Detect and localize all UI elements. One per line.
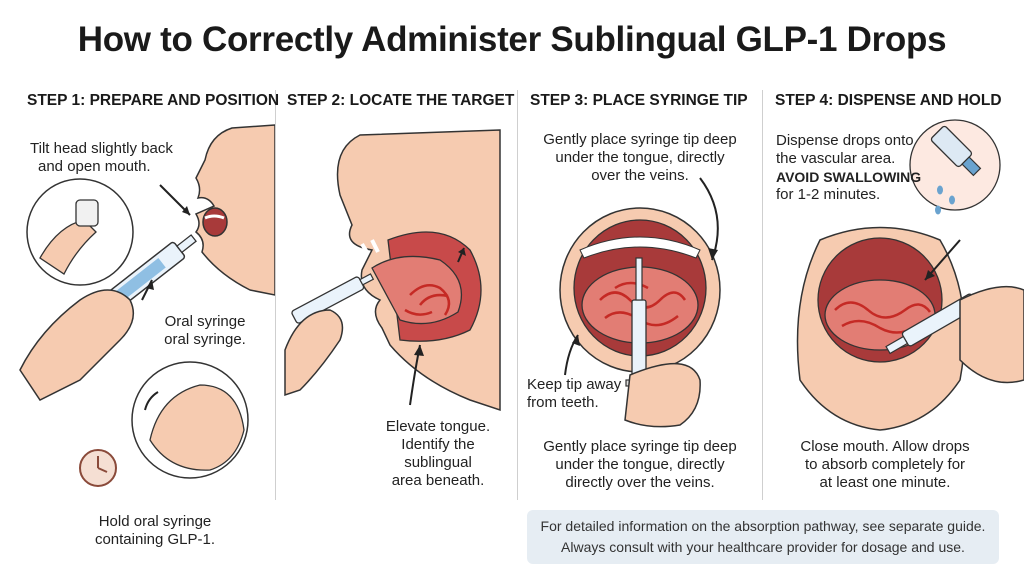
divider-1 [275, 90, 276, 500]
hand-3-icon [624, 363, 701, 428]
tongue-underside-icon [581, 266, 699, 344]
step-4-heading: STEP 4: DISPENSE AND HOLD [775, 92, 1002, 109]
syringe-vertical-icon [625, 257, 653, 387]
dropper-inset-circle [909, 119, 1001, 211]
hand-2-icon [284, 309, 344, 397]
footer-note-box: For detailed information on the absorpti… [527, 510, 999, 564]
face-front-icon [796, 226, 966, 431]
open-mouth-icon [202, 207, 228, 237]
page-title: How to Correctly Administer Sublingual G… [77, 20, 947, 59]
bottle-cap-icon [75, 199, 99, 227]
face-profile-icon [194, 124, 275, 296]
elevated-tongue-icon [371, 255, 462, 325]
avoid-swallowing-warning: AVOID SWALLOWING [776, 169, 922, 185]
face-side-icon [336, 129, 501, 412]
hand-4-icon [959, 285, 1024, 384]
step-3-heading: STEP 3: PLACE SYRINGE TIP [530, 92, 748, 109]
footer-line-1: For detailed information on the absorpti… [540, 518, 986, 534]
footer-line-2: Always consult with your healthcare prov… [561, 539, 965, 555]
step-1-heading: STEP 1: PREPARE AND POSITION [27, 92, 280, 109]
step-1-illustration [19, 124, 275, 487]
sublingual-veins-icon [404, 283, 451, 316]
hand-icon [19, 289, 135, 401]
step-2-heading: STEP 2: LOCATE THE TARGET [287, 92, 515, 109]
divider-3 [762, 90, 763, 500]
syringe-angled-icon [885, 293, 979, 355]
mouth-open-front-icon [559, 207, 721, 373]
drops-icon [935, 185, 955, 215]
timer-clock-icon [79, 449, 117, 487]
syringe-small-icon [291, 273, 375, 324]
dropper-bottle-icon [930, 125, 982, 177]
divider-2 [517, 90, 518, 500]
tongue-vascular-icon [824, 279, 936, 351]
